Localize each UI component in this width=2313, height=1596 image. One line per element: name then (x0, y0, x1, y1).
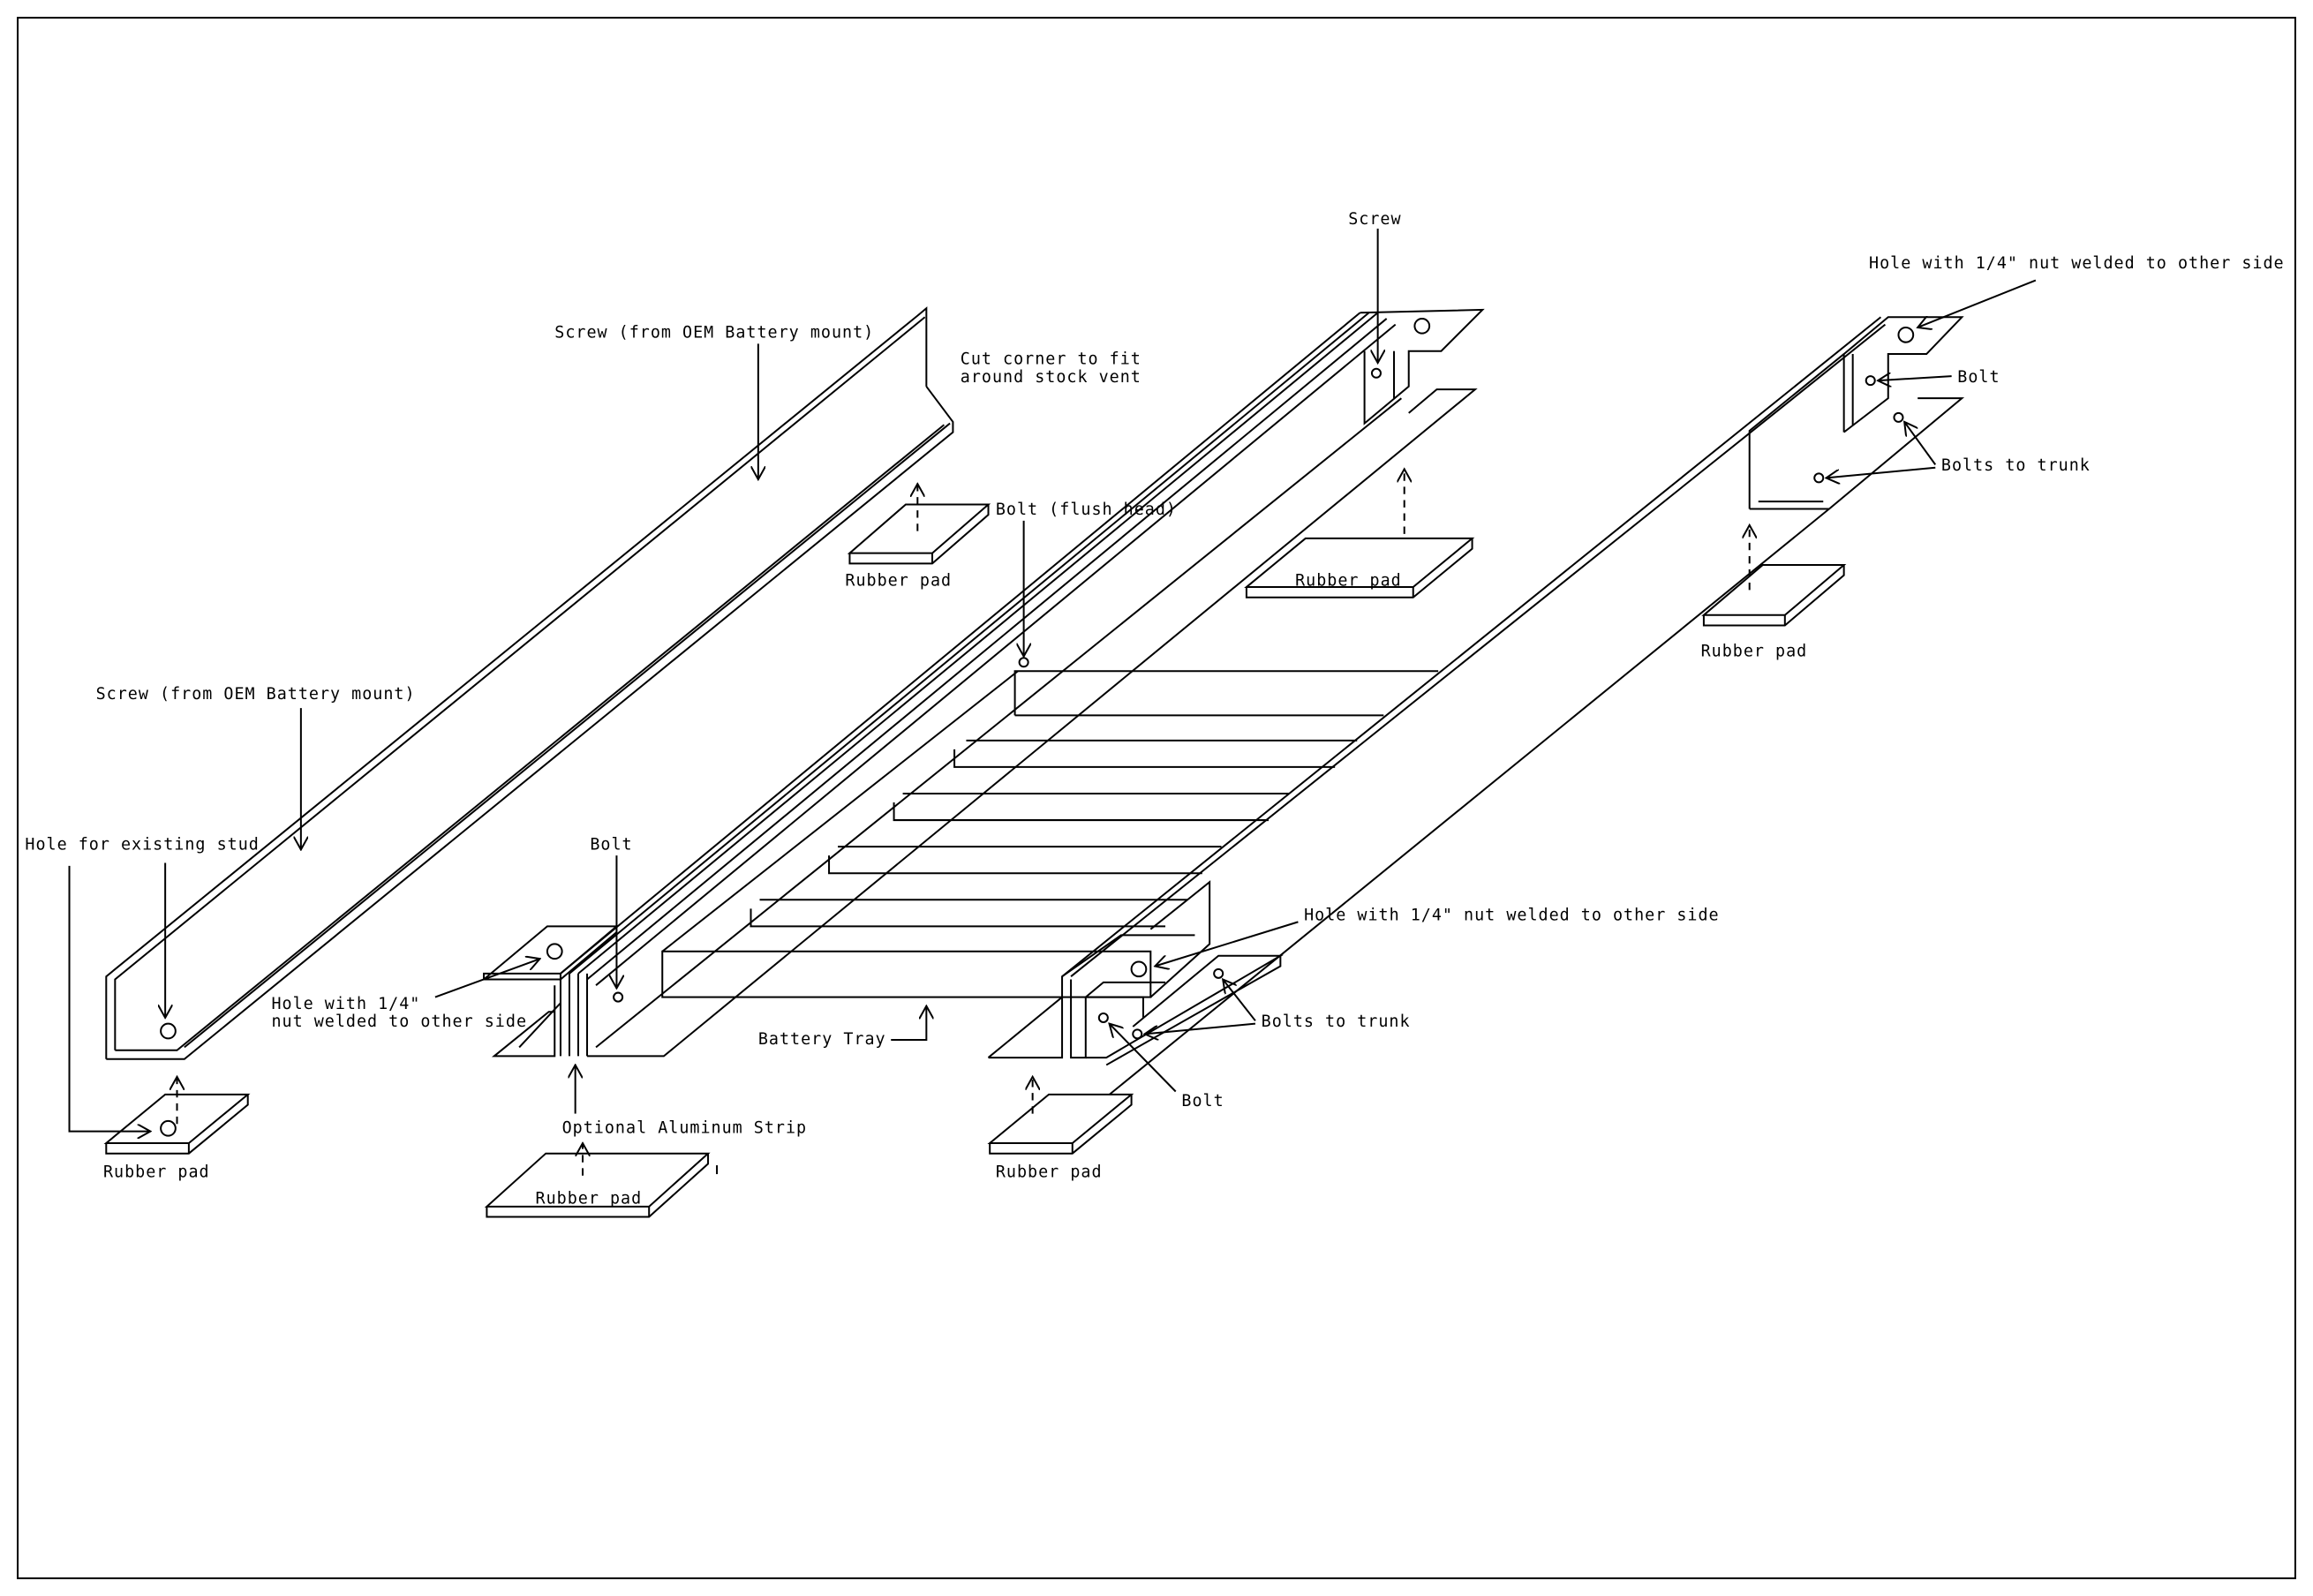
battery-tray (661, 670, 1439, 998)
label-rubber-pad: Rubber pad (1701, 643, 1808, 661)
label-rubber-pad: Rubber pad (103, 1163, 210, 1181)
label-bolts-trunk-top: Bolts to trunk (1941, 456, 2091, 475)
label-rubber-pad: Rubber pad (996, 1163, 1103, 1181)
label-rubber-pad: Rubber pad (536, 1190, 643, 1208)
right-rail (987, 316, 1965, 1122)
label-aluminum-strip: Optional Aluminum Strip (562, 1118, 808, 1137)
label-hole-stud: Hole for existing stud (25, 835, 259, 854)
label-bolts-trunk-bottom: Bolts to trunk (1262, 1013, 1411, 1031)
label-screw-oem-top: Screw (from OEM Battery mount) (554, 324, 874, 343)
rubber-pads (103, 503, 1847, 1218)
label-hole-nut-left-1: Hole with 1/4" (271, 995, 420, 1013)
label-screw: Screw (1348, 210, 1401, 229)
label-bolt-bottom-right: Bolt (1181, 1092, 1224, 1110)
left-rail (105, 306, 954, 1060)
arrows (68, 229, 2037, 1176)
label-hole-nut-left-2: nut welded to other side (271, 1013, 527, 1031)
label-screw-oem-left: Screw (from OEM Battery mount) (96, 685, 416, 704)
label-hole-nut-top-right: Hole with 1/4" nut welded to other side (1869, 254, 2285, 273)
label-rubber-pad: Rubber pad (1295, 571, 1402, 590)
label-hole-nut-mid-right: Hole with 1/4" nut welded to other side (1304, 907, 1720, 925)
label-cut-corner-2: around stock vent (961, 368, 1141, 387)
label-bolt-middle: Bolt (590, 835, 632, 854)
label-battery-tray: Battery Tray (758, 1030, 886, 1049)
label-bolt-flush: Bolt (flush head) (996, 501, 1177, 519)
drawing-border (17, 17, 2296, 1579)
label-cut-corner-1: Cut corner to fit (961, 350, 1141, 369)
label-bolt-top-right: Bolt (1957, 368, 2000, 387)
labels: Screw (from OEM Battery mount) Screw (fr… (25, 210, 2285, 1208)
middle-rail (483, 308, 1485, 1058)
label-rubber-pad: Rubber pad (845, 571, 952, 590)
